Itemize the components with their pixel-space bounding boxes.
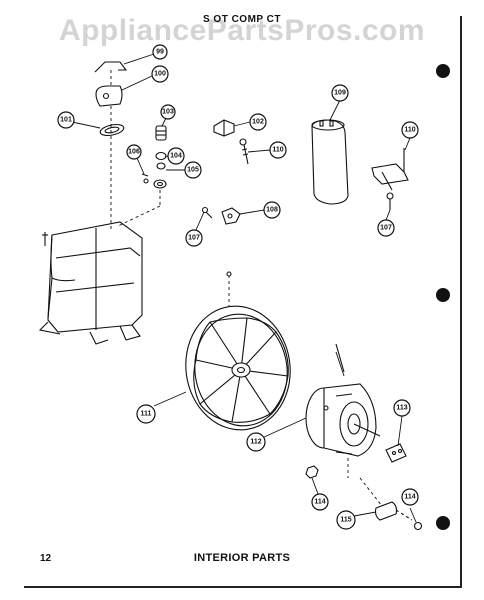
callout-109: 109 (331, 84, 349, 102)
svg-text:113: 113 (396, 405, 407, 412)
svg-text:103: 103 (162, 109, 174, 116)
svg-text:112: 112 (250, 439, 261, 446)
clip-108-illustration (221, 207, 241, 225)
binder-hole-middle (436, 288, 450, 302)
svg-text:110: 110 (404, 127, 415, 134)
svg-text:109: 109 (334, 90, 346, 97)
bracket-102-illustration (213, 119, 235, 137)
callout-111: 111 (136, 404, 156, 424)
svg-text:107: 107 (380, 225, 392, 232)
callout-105: 105 (184, 161, 202, 179)
callout-110-bracket: 110 (401, 121, 419, 139)
svg-text:114: 114 (314, 499, 325, 506)
svg-text:114: 114 (404, 494, 415, 501)
diagram-heading: S OT COMP CT (202, 14, 282, 25)
relay-parts-illustration (141, 125, 167, 189)
svg-text:111: 111 (141, 411, 152, 418)
callout-114-left: 114 (311, 493, 329, 511)
terminal-cover-illustration (95, 85, 123, 107)
callout-110-screw: 110 (269, 141, 287, 159)
callout-107-right: 107 (377, 219, 395, 237)
svg-text:102: 102 (252, 119, 264, 126)
coupling-illustration (359, 477, 413, 521)
svg-text:107: 107 (188, 235, 200, 242)
callout-101: 101 (57, 111, 75, 129)
callout-112: 112 (246, 432, 266, 452)
nut-114a-illustration (305, 465, 319, 479)
callout-115: 115 (336, 510, 356, 530)
capacitor-illustration (311, 119, 349, 205)
callout-108: 108 (263, 201, 281, 219)
svg-text:104: 104 (170, 153, 182, 160)
callout-114-right: 114 (401, 488, 419, 506)
callout-103: 103 (160, 104, 176, 120)
page-frame (24, 16, 462, 588)
grommet-illustration (99, 123, 125, 137)
page-number: 12 (40, 553, 52, 564)
callout-113: 113 (393, 399, 411, 417)
nut-114b-illustration (413, 521, 423, 531)
screw-110-illustration (239, 138, 249, 165)
callout-100: 100 (151, 65, 169, 83)
motor-mount-illustration (385, 443, 407, 463)
svg-text:110: 110 (272, 147, 283, 154)
callout-99: 99 (152, 44, 168, 60)
svg-text:106: 106 (128, 149, 140, 156)
compressor-illustration (38, 70, 161, 345)
callout-104: 104 (167, 147, 185, 165)
callout-102: 102 (249, 113, 267, 131)
leader-lines (71, 53, 417, 523)
svg-text:105: 105 (187, 167, 199, 174)
binder-hole-top (436, 64, 450, 78)
wire-clip-illustration (94, 61, 128, 73)
svg-text:108: 108 (266, 207, 278, 214)
binder-hole-bottom (436, 516, 450, 530)
screw-107-illustration (201, 206, 213, 219)
svg-text:101: 101 (60, 117, 72, 124)
screw-107b-illustration (386, 192, 394, 210)
diagram-title: INTERIOR PARTS (193, 552, 291, 564)
callout-107-left: 107 (185, 229, 203, 247)
svg-text:99: 99 (156, 49, 164, 56)
svg-text:115: 115 (340, 517, 351, 524)
fan-motor-illustration (305, 343, 381, 478)
svg-text:100: 100 (154, 71, 166, 78)
watermark: AppliancePartsPros.com (58, 14, 426, 47)
callout-106: 106 (126, 144, 142, 160)
capacitor-bracket-illustration (371, 148, 409, 191)
fan-blade-illustration (185, 271, 291, 431)
